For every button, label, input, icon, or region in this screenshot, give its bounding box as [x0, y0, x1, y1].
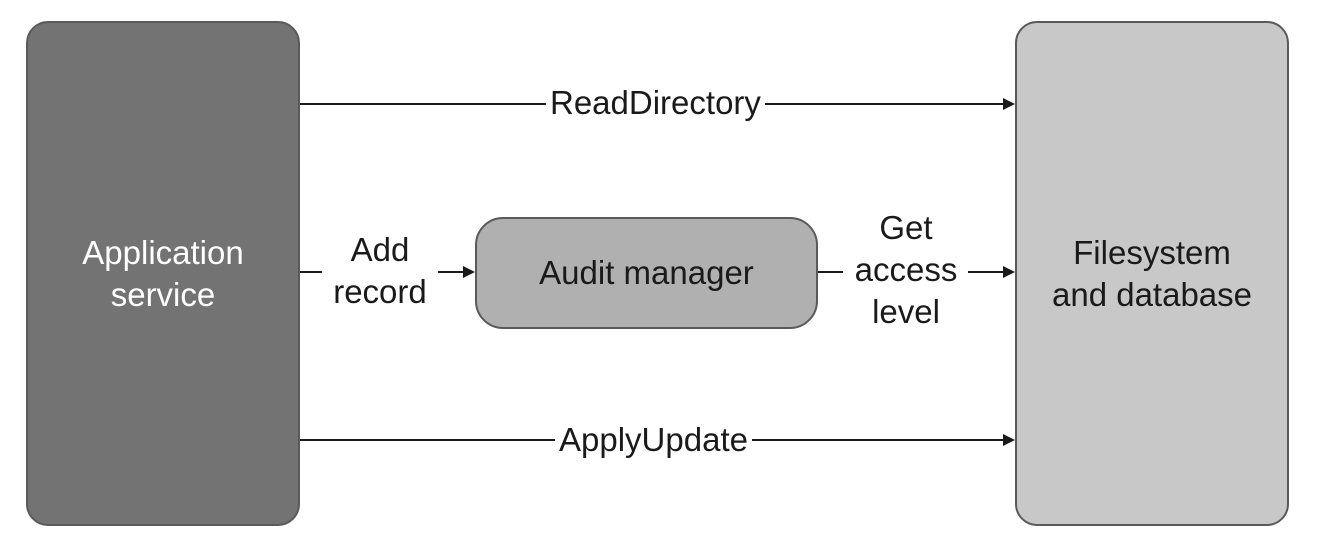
- audit-manager-node: Audit manager: [475, 217, 818, 329]
- add-record-label: Add record: [333, 231, 427, 310]
- read-directory-label: ReadDirectory: [546, 82, 765, 124]
- filesystem-database-node: Filesystem and database: [1015, 21, 1289, 526]
- application-service-node: Application service: [26, 21, 300, 526]
- get-access-level-label: Get access level: [854, 209, 958, 330]
- filesystem-database-label: Filesystem and database: [1051, 233, 1252, 313]
- apply-update-label: ApplyUpdate: [555, 419, 752, 461]
- audit-manager-label: Audit manager: [539, 254, 754, 291]
- application-service-label: Application service: [82, 233, 244, 313]
